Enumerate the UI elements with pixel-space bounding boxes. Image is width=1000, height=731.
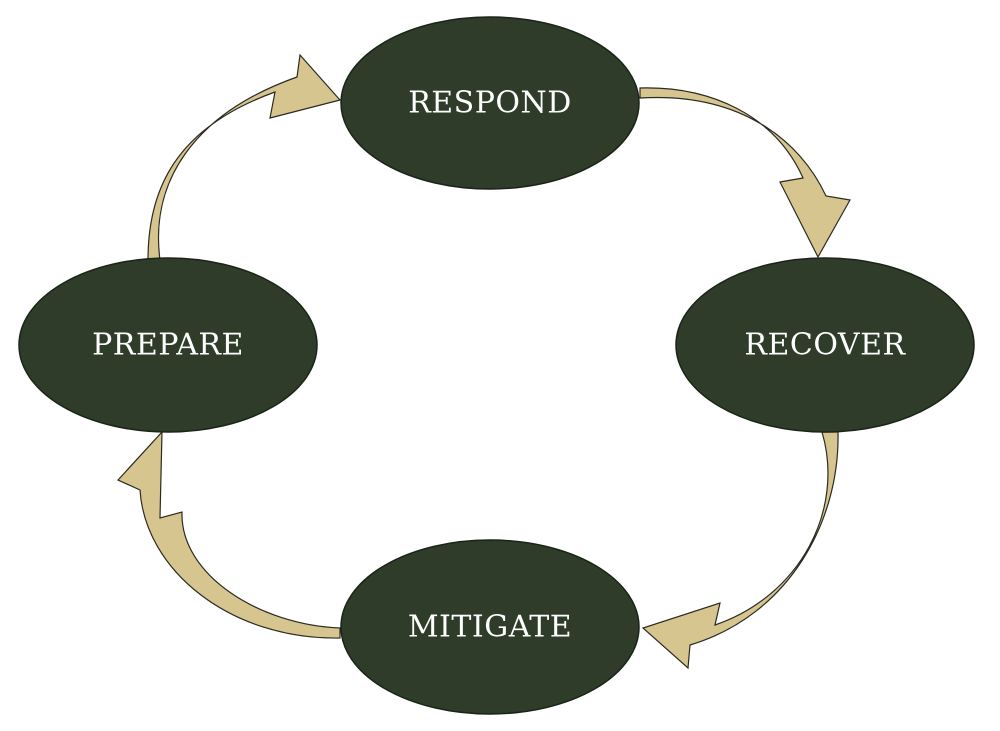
node-recover: RECOVER xyxy=(675,257,975,433)
arrow-prepare-to-respond xyxy=(147,53,342,261)
node-prepare-label: PREPARE xyxy=(92,328,244,363)
arrow-recover-to-mitigate xyxy=(641,431,839,670)
node-respond-shape xyxy=(340,16,640,190)
arrow-respond-to-recover xyxy=(639,87,851,259)
node-mitigate-label: MITIGATE xyxy=(408,610,572,645)
node-mitigate-shape xyxy=(340,539,640,715)
node-respond: RESPOND xyxy=(340,16,640,190)
node-respond-label: RESPOND xyxy=(408,86,572,121)
node-prepare-shape xyxy=(18,257,318,433)
node-recover-label: RECOVER xyxy=(744,328,906,363)
node-mitigate: MITIGATE xyxy=(340,539,640,715)
arrow-mitigate-to-prepare xyxy=(116,430,341,639)
node-prepare: PREPARE xyxy=(18,257,318,433)
node-recover-shape xyxy=(675,257,975,433)
